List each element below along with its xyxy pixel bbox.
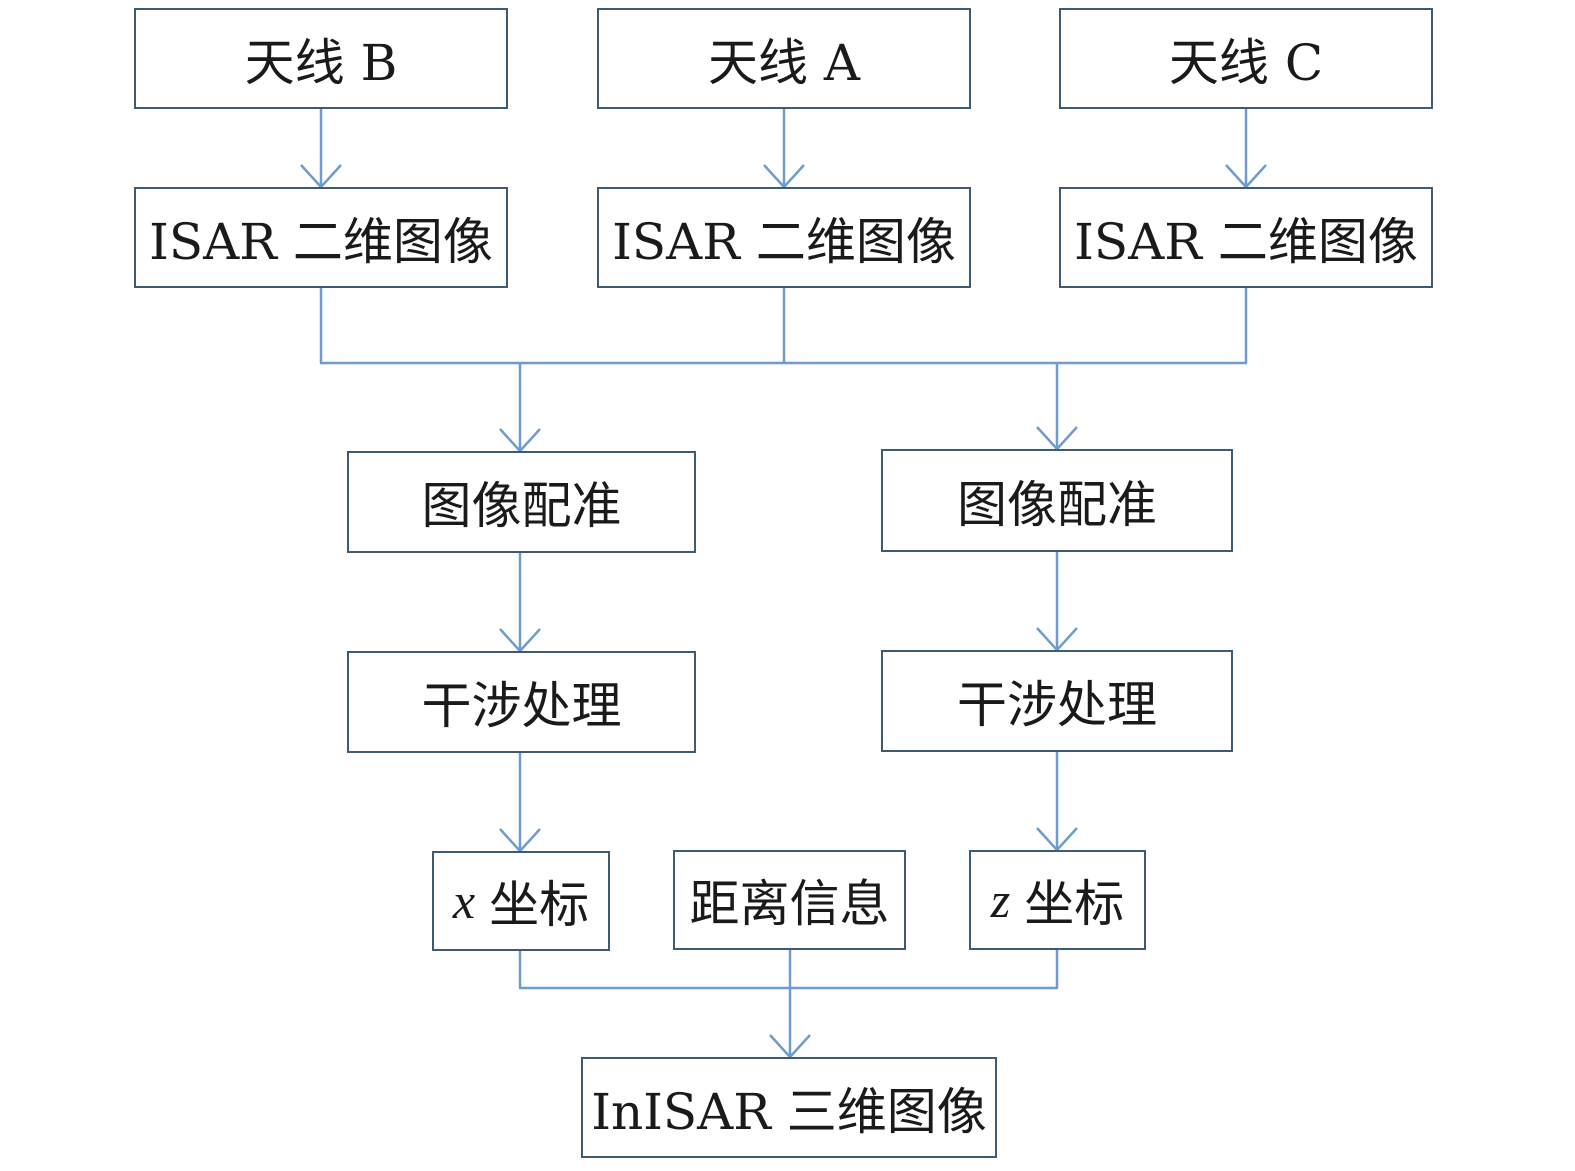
output-box: InISAR 三维图像 <box>581 1057 997 1158</box>
isar-c-label: ISAR 二维图像 <box>1074 212 1418 271</box>
antenna-a-label: 天线 A <box>707 33 860 92</box>
antenna-b-box: 天线 B <box>134 8 508 109</box>
isar-b-box: ISAR 二维图像 <box>134 187 508 288</box>
registration-right-box: 图像配准 <box>881 449 1233 552</box>
antenna-c-label: 天线 C <box>1168 33 1324 92</box>
range-info-label: 距离信息 <box>689 875 890 933</box>
interference-left-box: 干涉处理 <box>347 651 696 753</box>
z-coordinate-label: 坐标 <box>1024 875 1125 933</box>
isar-c-box: ISAR 二维图像 <box>1059 187 1433 288</box>
x-coordinate-label: 坐标 <box>489 876 590 934</box>
registration-right-label: 图像配准 <box>957 475 1157 534</box>
z-variable: z <box>990 872 1011 928</box>
interference-right-label: 干涉处理 <box>957 676 1157 734</box>
isar-a-box: ISAR 二维图像 <box>597 187 971 288</box>
isar-b-label: ISAR 二维图像 <box>149 212 493 271</box>
z-coordinate-box: z 坐标 <box>969 850 1146 950</box>
antenna-a-box: 天线 A <box>597 8 971 109</box>
range-info-box: 距离信息 <box>673 850 906 950</box>
antenna-c-box: 天线 C <box>1059 8 1433 109</box>
registration-left-box: 图像配准 <box>347 451 696 553</box>
isar-a-label: ISAR 二维图像 <box>612 212 956 271</box>
x-coordinate-box: x 坐标 <box>432 851 610 951</box>
interference-right-box: 干涉处理 <box>881 650 1233 752</box>
x-variable: x <box>452 873 476 929</box>
registration-left-label: 图像配准 <box>421 477 622 535</box>
antenna-b-label: 天线 B <box>244 33 398 92</box>
interference-left-label: 干涉处理 <box>421 677 622 735</box>
output-label: InISAR 三维图像 <box>591 1082 987 1141</box>
